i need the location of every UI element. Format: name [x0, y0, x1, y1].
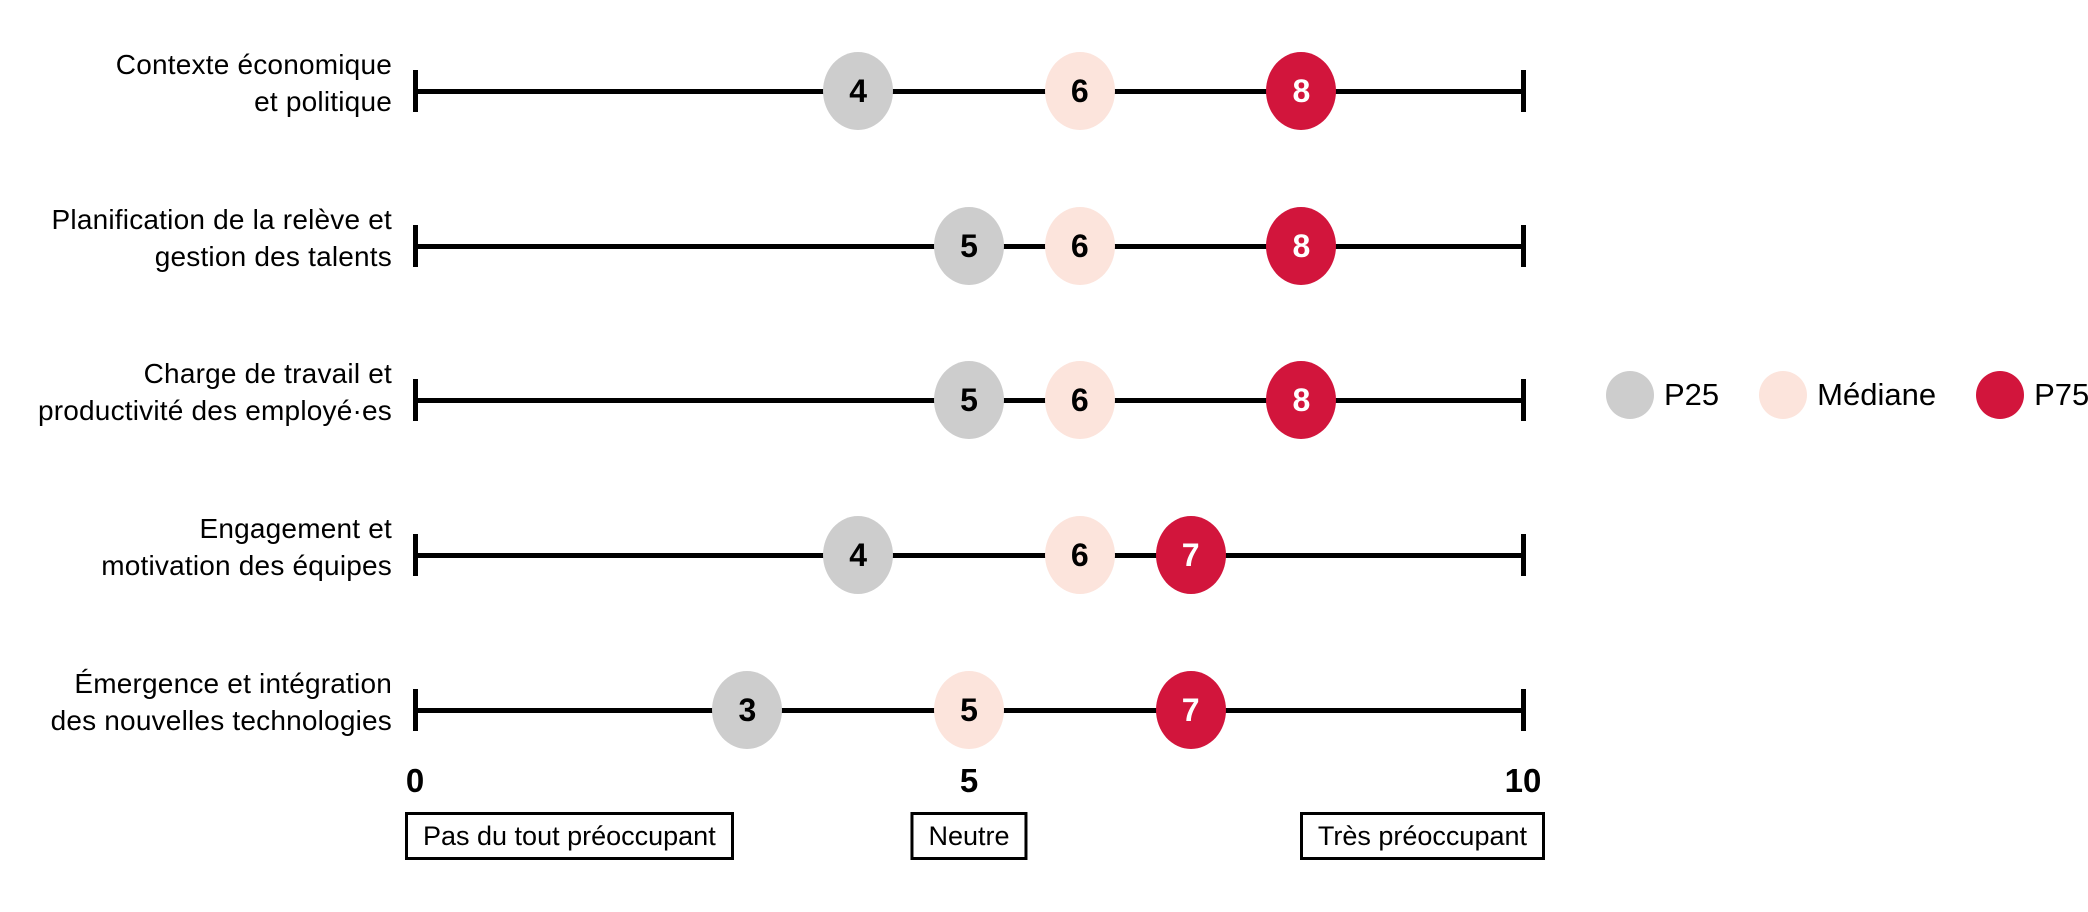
- axis-end-tick-right: [1520, 534, 1526, 576]
- legend-swatch-mediane: [1759, 371, 1808, 419]
- legend-swatch-p75: [1976, 371, 2025, 419]
- category-label-line: Émergence et intégration: [74, 668, 392, 699]
- category-label-line: des nouvelles technologies: [50, 705, 392, 736]
- data-dot-mediane: 5: [934, 671, 1004, 749]
- category-label-line: Planification de la relève et: [51, 204, 392, 235]
- category-label-line: Charge de travail et: [143, 358, 392, 389]
- legend: P25 Médiane P75: [1606, 371, 2088, 419]
- data-dot-p25: 3: [712, 671, 783, 749]
- axis-end-tick-left: [412, 379, 418, 421]
- category-label: Charge de travail et productivité des emp…: [0, 355, 392, 429]
- scale-annotation-box: Neutre: [910, 812, 1028, 860]
- legend-item: Médiane: [1759, 371, 1936, 419]
- x-tick-label: 10: [1504, 762, 1542, 799]
- axis-end-tick-right: [1520, 379, 1526, 421]
- category-label-line: Contexte économique: [115, 49, 392, 80]
- data-dot-mediane: 6: [1044, 361, 1115, 439]
- axis-end-tick-left: [412, 689, 418, 731]
- category-label-line: Engagement et: [199, 513, 392, 544]
- legend-item: P75: [1976, 371, 2088, 419]
- category-label: Planification de la relève et gestion des…: [0, 201, 392, 275]
- data-dot-p25: 5: [934, 361, 1004, 439]
- axis-line: [415, 88, 1523, 94]
- category-label: Engagement et motivation des équipes: [0, 510, 392, 584]
- legend-label: P75: [2034, 377, 2088, 412]
- x-tick-label: 0: [405, 762, 425, 799]
- axis-end-tick-left: [412, 225, 418, 267]
- axis-line: [415, 552, 1523, 558]
- data-dot-mediane: 6: [1044, 207, 1115, 285]
- data-dot-mediane: 6: [1044, 516, 1115, 594]
- legend-swatch-p25: [1606, 371, 1654, 419]
- scale-annotation-box: Pas du tout préoccupant: [405, 812, 734, 860]
- legend-item: P25: [1606, 371, 1719, 419]
- data-dot-p75: 7: [1155, 671, 1226, 749]
- category-label: Émergence et intégration des nouvelles te…: [0, 665, 392, 739]
- scale-annotations: Pas du tout préoccupant Neutre Très préocc…: [405, 812, 1545, 860]
- data-dot-p25: 4: [823, 52, 894, 130]
- data-dot-p75: 8: [1266, 361, 1337, 439]
- category-label-line: motivation des équipes: [101, 550, 392, 581]
- data-dot-mediane: 6: [1044, 52, 1115, 130]
- axis-end-tick-right: [1520, 70, 1526, 112]
- category-label-line: et politique: [254, 86, 392, 117]
- legend-label: Médiane: [1817, 377, 1937, 412]
- category-label-line: gestion des talents: [154, 241, 392, 272]
- data-dot-p75: 8: [1266, 207, 1337, 285]
- x-tick-label: 5: [959, 762, 979, 799]
- data-dot-p75: 8: [1266, 52, 1337, 130]
- category-label-line: productivité des employé·es: [37, 395, 392, 426]
- axis-end-tick-right: [1520, 689, 1526, 731]
- axis-end-tick-right: [1520, 225, 1526, 267]
- data-dot-p25: 4: [823, 516, 894, 594]
- data-dot-p25: 5: [934, 207, 1004, 285]
- legend-label: P25: [1664, 377, 1720, 412]
- category-label: Contexte économique et politique: [0, 46, 392, 120]
- scale-annotation-box: Très préoccupant: [1299, 812, 1545, 860]
- data-dot-p75: 7: [1155, 516, 1226, 594]
- x-axis: 0 5 10: [406, 762, 1542, 802]
- axis-end-tick-left: [412, 70, 418, 112]
- axis-end-tick-left: [412, 534, 418, 576]
